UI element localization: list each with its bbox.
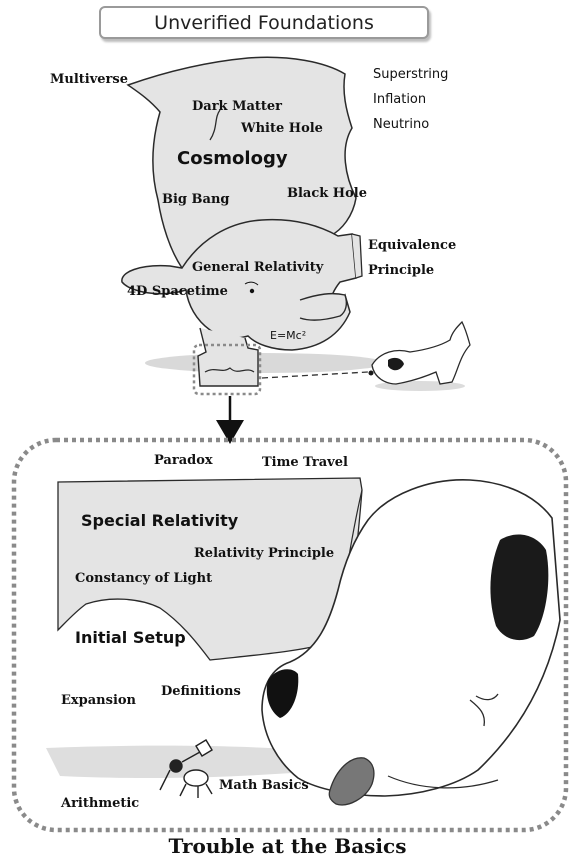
label-dark-matter: Dark Matter bbox=[192, 100, 282, 113]
label-inflation: Inflation bbox=[373, 93, 426, 106]
label-superstring: Superstring bbox=[373, 68, 448, 81]
label-constancy-of-light: Constancy of Light bbox=[75, 572, 212, 585]
label-arithmetic: Arithmetic bbox=[61, 797, 139, 810]
zoom-arrow-head bbox=[216, 420, 244, 444]
small-dog-body bbox=[372, 322, 470, 384]
label-paradox: Paradox bbox=[154, 454, 213, 467]
label-equivalence: Equivalence bbox=[368, 239, 456, 252]
label-neutrino: Neutrino bbox=[373, 118, 429, 131]
label-white-hole: White Hole bbox=[241, 122, 323, 135]
label-initial-setup: Initial Setup bbox=[75, 630, 186, 646]
caption: Trouble at the Basics bbox=[0, 834, 575, 858]
small-dog-nose bbox=[369, 371, 374, 376]
elephant-eye bbox=[250, 289, 254, 293]
label-principle: Principle bbox=[368, 264, 434, 277]
label-multiverse: Multiverse bbox=[50, 73, 128, 86]
label-relativity-principle: Relativity Principle bbox=[194, 547, 334, 560]
label-general-relativity: General Relativity bbox=[192, 261, 323, 274]
title-banner: Unverified Foundations bbox=[99, 6, 429, 39]
label-definitions: Definitions bbox=[161, 685, 241, 698]
label-black-hole: Black Hole bbox=[287, 187, 367, 200]
closeup-dog-ear bbox=[490, 535, 548, 641]
label-formula: E=Mc² bbox=[270, 330, 306, 341]
label-expansion: Expansion bbox=[61, 694, 136, 707]
elephant-trunk bbox=[300, 294, 346, 321]
label-big-bang: Big Bang bbox=[162, 193, 230, 206]
label-special-relativity: Special Relativity bbox=[81, 513, 238, 529]
label-cosmology: Cosmology bbox=[177, 150, 288, 168]
label-time-travel: Time Travel bbox=[262, 456, 348, 469]
label-4d-spacetime: 4D Spacetime bbox=[127, 285, 228, 298]
elephant-ground-shadow bbox=[145, 353, 385, 373]
label-math-basics: Math Basics bbox=[219, 779, 309, 792]
